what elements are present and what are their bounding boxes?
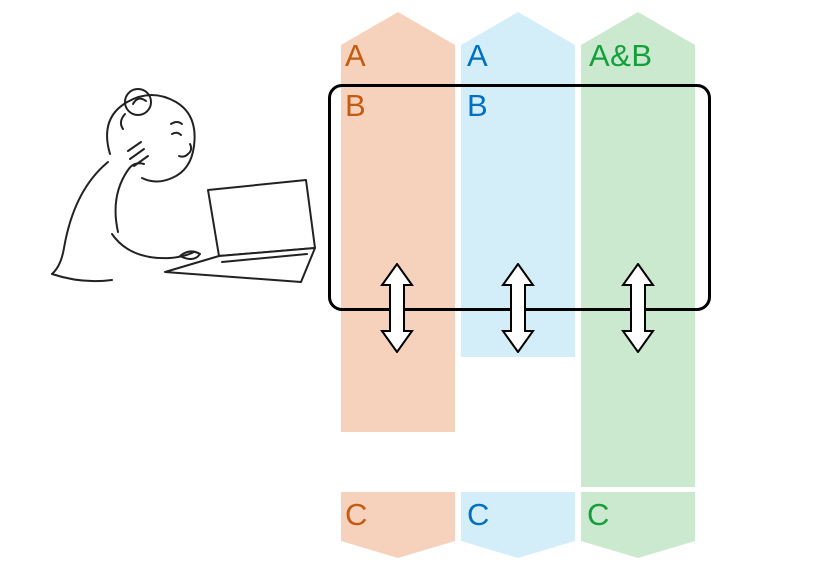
column-b-viewport-label: B xyxy=(467,88,489,123)
laptop-screen-icon xyxy=(207,179,316,257)
column-a-upper-band xyxy=(341,12,455,432)
column-ab-top-label: A&B xyxy=(589,38,653,73)
column-ab-bottom-label: C xyxy=(587,497,610,532)
column-a-bottom-label: C xyxy=(345,497,368,532)
column-a-top-label: A xyxy=(345,38,367,73)
hair-bun-icon xyxy=(124,88,152,116)
double-vertical-arrow-icon xyxy=(501,263,535,353)
column-ab-upper-band xyxy=(581,12,695,487)
column-b-top-label: A xyxy=(467,38,489,73)
double-vertical-arrow-icon xyxy=(621,263,655,353)
double-vertical-arrow-icon xyxy=(380,263,414,353)
column-a-viewport-label: B xyxy=(345,88,367,123)
column-b-bottom-label: C xyxy=(467,497,490,532)
person-thinking-at-laptop-sketch-icon xyxy=(51,88,316,283)
